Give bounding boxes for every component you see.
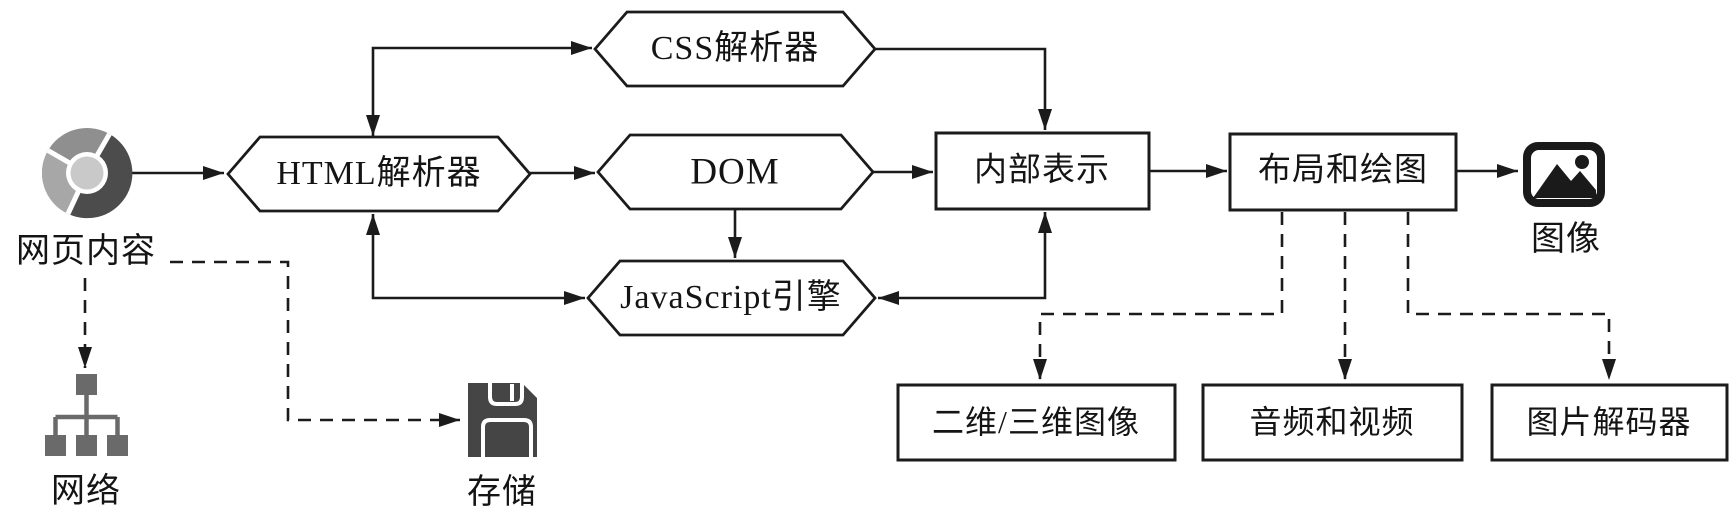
network-tree-icon <box>45 374 128 456</box>
box-layout-painting <box>1228 132 1458 212</box>
box-audio-video <box>1201 383 1464 462</box>
arrow-htmlparser-jsengine-bidirectional <box>366 214 585 305</box>
image-icon <box>1523 142 1605 207</box>
arrow-cssparser-to-internal <box>875 47 1052 130</box>
label-dom: DOM <box>690 151 780 193</box>
box-image-decoder <box>1490 383 1729 462</box>
label-html-parser: HTML解析器 <box>276 155 482 192</box>
chrome-browser-icon <box>41 128 133 219</box>
label-layout-painting: 布局和绘图 <box>1258 152 1428 189</box>
label-2d3d-graphics: 二维/三维图像 <box>932 404 1140 440</box>
box-internal-representation <box>934 131 1151 211</box>
box-2d3d-graphics <box>896 383 1177 462</box>
dashed-arrow-layout-to-imagedecoder <box>1406 212 1616 380</box>
label-image-output: 图像 <box>1531 221 1601 258</box>
label-js-engine: JavaScript引擎 <box>620 279 842 316</box>
label-css-parser: CSS解析器 <box>650 30 820 67</box>
label-web-content: 网页内容 <box>16 233 156 270</box>
label-audio-video: 音频和视频 <box>1249 404 1415 440</box>
hexagon-dom <box>596 133 875 211</box>
label-image-decoder: 图片解码器 <box>1526 404 1692 440</box>
hexagon-css-parser <box>593 10 877 88</box>
label-internal-representation: 内部表示 <box>974 152 1110 189</box>
label-network: 网络 <box>51 473 121 510</box>
hexagon-html-parser <box>226 135 532 213</box>
dashed-arrow-layout-to-2d3d <box>1033 212 1284 380</box>
floppy-disk-icon <box>468 383 537 457</box>
dashed-arrow-webcontent-to-storage <box>170 260 460 427</box>
arrow-htmlparser-cssparser-bidirectional <box>366 41 592 136</box>
hexagon-js-engine <box>586 259 877 337</box>
arrow-jsengine-internal-bidirectional <box>878 212 1052 305</box>
label-storage: 存储 <box>467 474 537 511</box>
